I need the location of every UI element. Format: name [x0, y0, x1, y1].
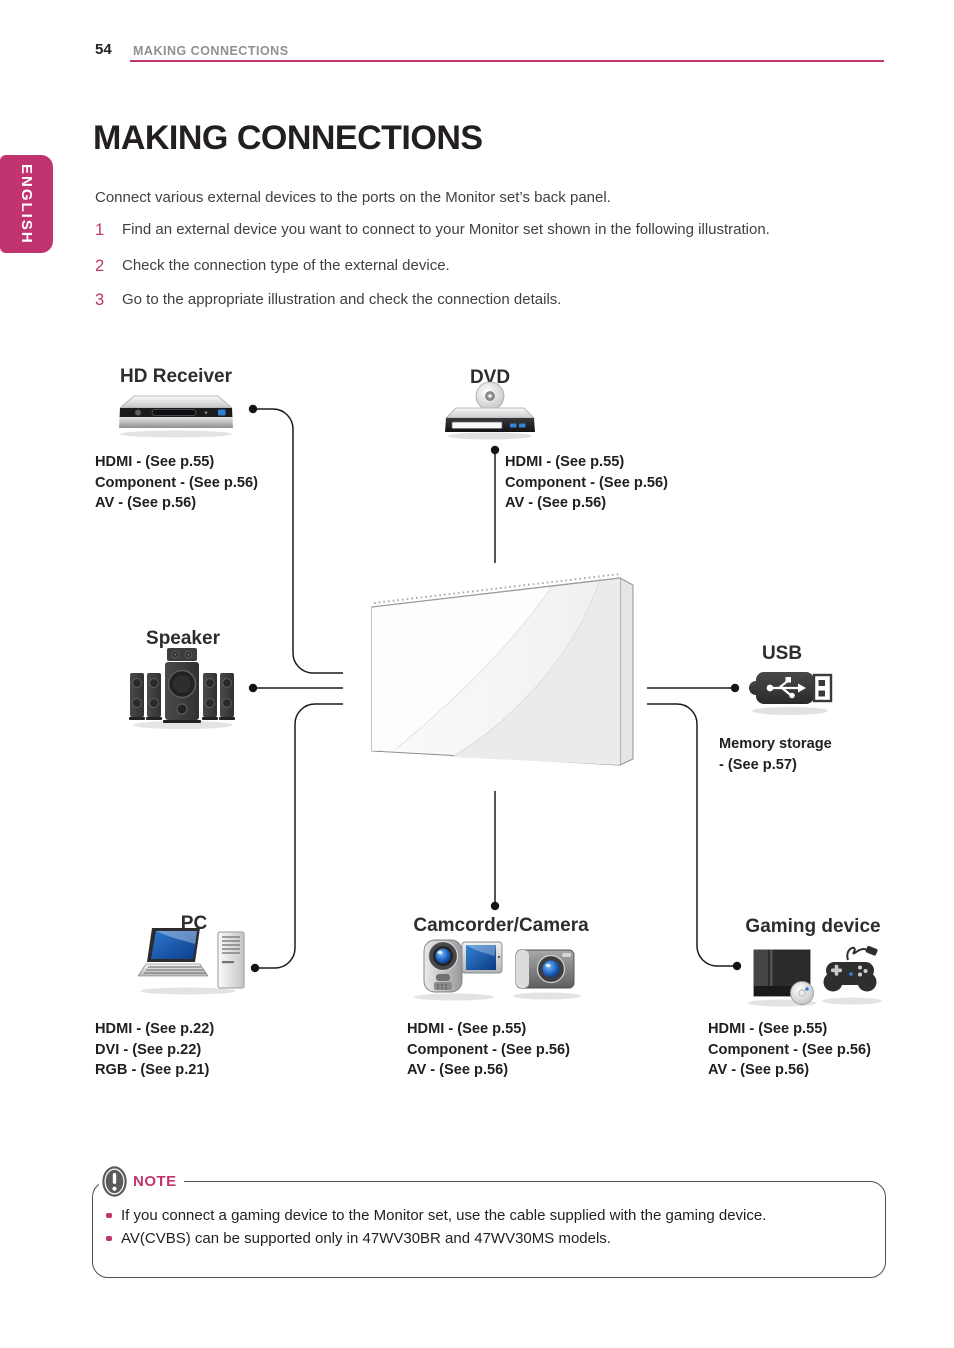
- note-exclamation-icon: [102, 1165, 127, 1197]
- device-label-gaming-device: Gaming device: [745, 916, 881, 937]
- page-number: 54: [95, 41, 112, 58]
- device-label-dvd: DVD: [469, 367, 511, 388]
- bullet-icon: [106, 1236, 112, 1241]
- line-hd-receiver: [253, 408, 343, 674]
- usb-connections: Memory storage - (See p.57): [719, 736, 832, 773]
- speaker-system-icon: [128, 646, 238, 735]
- step-2-number: 2: [95, 257, 105, 275]
- usb-flash-drive-icon: [746, 666, 838, 721]
- note-bullet-2: AV(CVBS) can be supported only in 47WV30…: [106, 1230, 866, 1247]
- step-2: 2 Check the connection type of the exter…: [95, 257, 885, 276]
- device-label-hd-receiver: HD Receiver: [120, 366, 232, 387]
- step-1-number: 1: [95, 221, 105, 239]
- gaming-device-connections: HDMI - (See p.55) Component - (See p.56)…: [708, 1021, 871, 1078]
- camcorder-camera-connections: HDMI - (See p.55) Component - (See p.56)…: [407, 1021, 570, 1078]
- pc-icon: [137, 926, 250, 1001]
- page-title: MAKING CONNECTIONS: [93, 119, 483, 157]
- header-title: MAKING CONNECTIONS: [133, 44, 289, 58]
- step-3: 3 Go to the appropriate illustration and…: [95, 291, 885, 310]
- header-rule: [130, 60, 884, 62]
- device-label-speaker: Speaker: [146, 628, 220, 649]
- language-tab-label: ENGLISH: [18, 163, 35, 245]
- device-label-usb: USB: [761, 643, 803, 664]
- step-3-number: 3: [95, 291, 105, 309]
- gaming-device-icon: [744, 942, 884, 1013]
- pc-connections: HDMI - (See p.22) DVI - (See p.22) RGB -…: [95, 1021, 215, 1078]
- intro-text: Connect various external devices to the …: [95, 189, 611, 206]
- camcorder-camera-icon: [410, 934, 582, 1007]
- note-header: NOTE: [99, 1165, 184, 1197]
- dvd-player-icon: [444, 380, 536, 445]
- bullet-icon: [106, 1213, 112, 1218]
- monitor-illustration: [371, 573, 634, 766]
- line-pc: [255, 703, 343, 969]
- dvd-connections: HDMI - (See p.55) Component - (See p.56)…: [505, 454, 668, 511]
- step-2-text: Check the connection type of the externa…: [122, 257, 450, 274]
- step-1: 1 Find an external device you want to co…: [95, 221, 885, 240]
- note-body: If you connect a gaming device to the Mo…: [106, 1207, 866, 1253]
- hd-receiver-connections: HDMI - (See p.55) Component - (See p.56)…: [95, 454, 258, 511]
- language-tab: ENGLISH: [0, 155, 53, 253]
- step-1-text: Find an external device you want to conn…: [122, 221, 770, 238]
- note-bullet-1: If you connect a gaming device to the Mo…: [106, 1207, 866, 1224]
- note-title: NOTE: [133, 1172, 177, 1190]
- device-label-camcorder-camera: Camcorder/Camera: [413, 915, 589, 936]
- step-3-text: Go to the appropriate illustration and c…: [122, 291, 562, 308]
- note-box: [92, 1181, 886, 1278]
- hd-receiver-icon: [114, 390, 238, 443]
